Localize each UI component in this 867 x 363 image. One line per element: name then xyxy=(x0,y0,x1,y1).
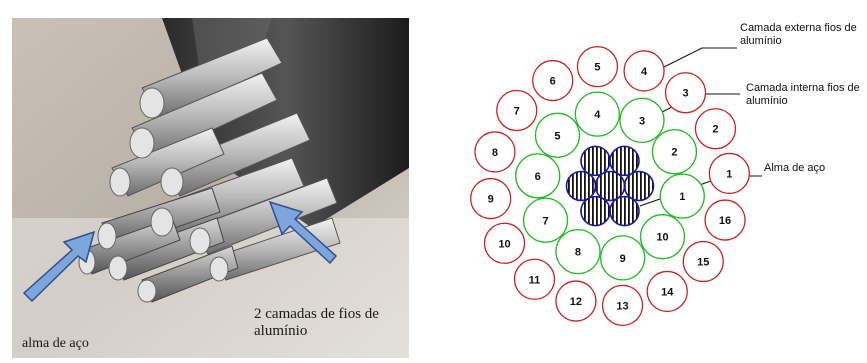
outer-wire: 13 xyxy=(603,285,643,325)
steel-wire xyxy=(610,197,639,226)
outer-wire: 12 xyxy=(556,281,596,321)
steel-wire xyxy=(581,197,610,226)
outer-wire: 8 xyxy=(475,132,515,172)
inner-wire: 2 xyxy=(652,130,696,174)
outer-wire-label: 7 xyxy=(514,105,520,117)
outer-wire: 14 xyxy=(647,271,687,311)
steel-wire xyxy=(567,172,596,201)
steel-core-label: alma de aço xyxy=(22,336,89,352)
steel-wire xyxy=(596,172,625,201)
inner-wire: 8 xyxy=(556,230,600,274)
steel-wire xyxy=(610,146,639,175)
outer-wire: 2 xyxy=(695,109,735,149)
inner-wire-label: 7 xyxy=(542,215,548,227)
outer-wire-label: 2 xyxy=(712,124,718,136)
outer-layer-callout-text: Camada externa fios de alumínio xyxy=(740,22,865,48)
outer-wire-label: 14 xyxy=(661,286,674,298)
outer-wire-label: 10 xyxy=(498,238,510,250)
outer-wire-label: 11 xyxy=(529,274,541,286)
inner-wire: 10 xyxy=(641,215,685,259)
inner-wire: 6 xyxy=(516,154,560,198)
outer-wire-label: 15 xyxy=(697,257,709,269)
outer-wire-label: 1 xyxy=(726,168,732,180)
inner-wire: 7 xyxy=(524,198,568,242)
outer-wire-label: 13 xyxy=(616,300,628,312)
inner-wire: 9 xyxy=(601,236,645,280)
inner-wire-label: 10 xyxy=(656,232,668,244)
outer-wire: 16 xyxy=(705,200,745,240)
outer-wire-label: 16 xyxy=(719,215,731,227)
inner-wire-label: 5 xyxy=(554,130,560,142)
outer-wire: 1 xyxy=(709,153,749,193)
inner-wire: 1 xyxy=(660,174,704,218)
outer-wire-label: 8 xyxy=(492,147,498,159)
inner-layer-callout: Camada interna fios de alumínio xyxy=(746,82,866,108)
steel-core-callout: Alma de aço xyxy=(764,162,825,175)
inner-wire-label: 6 xyxy=(535,171,541,183)
steel-core xyxy=(567,146,654,225)
outer-wire: 15 xyxy=(683,242,723,282)
outer-wire-label: 3 xyxy=(682,88,688,100)
outer-leader xyxy=(662,48,737,68)
outer-wire-label: 4 xyxy=(641,66,648,78)
outer-wire-label: 12 xyxy=(570,296,582,308)
outer-wire: 10 xyxy=(485,223,525,263)
outer-layer-callout: Camada externa fios de alumínio xyxy=(740,22,865,48)
outer-wire: 6 xyxy=(533,61,573,101)
inner-wire: 3 xyxy=(620,98,664,142)
inner-wire-label: 8 xyxy=(575,247,581,259)
outer-wire: 3 xyxy=(666,73,706,113)
outer-wire: 4 xyxy=(624,51,664,91)
inner-wire: 4 xyxy=(575,92,619,136)
outer-wire: 5 xyxy=(577,47,617,87)
inner-wire: 5 xyxy=(535,113,579,157)
inner-wire-label: 3 xyxy=(639,115,645,127)
inner-layer-callout-text: Camada interna fios de alumínio xyxy=(746,82,866,108)
steel-wire xyxy=(581,146,610,175)
steel-wire xyxy=(625,172,654,201)
aluminum-layers-label: 2 camadas de fios de alumínio xyxy=(254,306,404,340)
inner-wire-label: 2 xyxy=(671,147,677,159)
outer-wire-label: 6 xyxy=(550,76,556,88)
outer-wire: 7 xyxy=(497,90,537,130)
inner-wire-label: 4 xyxy=(594,109,601,121)
inner-wire-label: 1 xyxy=(679,191,685,203)
inner-wire-label: 9 xyxy=(620,253,626,265)
outer-wire: 9 xyxy=(471,179,511,219)
outer-wire-label: 5 xyxy=(594,62,600,74)
outer-wire: 11 xyxy=(514,259,554,299)
outer-wire-label: 9 xyxy=(488,194,494,206)
